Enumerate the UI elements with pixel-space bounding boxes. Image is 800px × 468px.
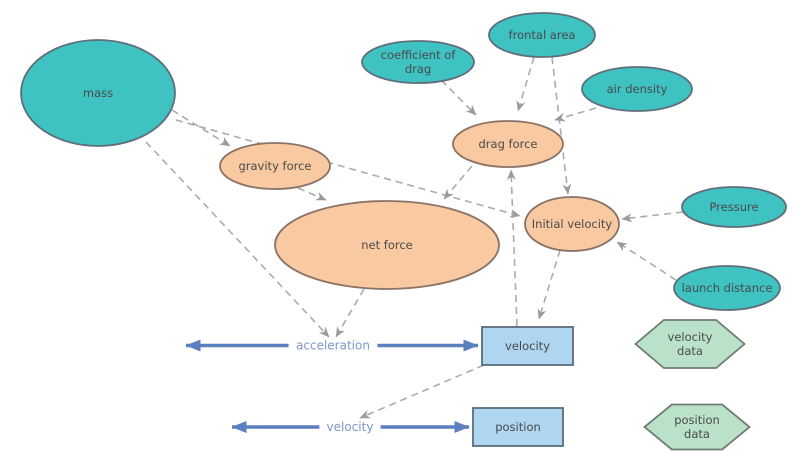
link-pressure-to-initial-velocity[interactable] — [621, 211, 684, 223]
link-velocity-to-flow-velocity[interactable] — [359, 364, 485, 419]
link-gravity-force-to-net-force[interactable] — [297, 187, 327, 201]
launch-distance-shape[interactable] — [673, 265, 781, 311]
drag-force-label: drag force — [479, 137, 538, 151]
node-velocity[interactable]: velocity — [481, 326, 574, 366]
link-launch-distance-to-initial-velocity[interactable] — [616, 241, 677, 281]
velocity-shape[interactable] — [481, 326, 574, 366]
node-launch-distance[interactable]: launch distance — [673, 265, 781, 311]
node-net-force[interactable]: net force — [274, 200, 500, 290]
pressure-label: Pressure — [709, 200, 758, 214]
mass-label: mass — [83, 86, 113, 100]
link-initial-velocity-to-velocity[interactable] — [537, 249, 561, 320]
initial-velocity-shape[interactable] — [524, 196, 620, 252]
flow-velocity[interactable]: velocity — [231, 418, 470, 436]
link-coefficient-of-drag-to-drag-force[interactable] — [440, 79, 477, 116]
air-density-shape[interactable] — [581, 66, 693, 112]
frontal-area-label: frontal area — [509, 28, 576, 42]
launch-distance-label: launch distance — [682, 281, 773, 295]
link-net-force-to-acceleration[interactable] — [335, 288, 365, 338]
mass-shape[interactable] — [20, 39, 176, 147]
node-position[interactable]: position — [472, 407, 564, 447]
frontal-area-shape[interactable] — [488, 12, 596, 58]
pressure-shape[interactable] — [681, 186, 787, 228]
link-mass-to-gravity-force[interactable] — [171, 109, 231, 147]
coefficient-of-drag-shape[interactable] — [361, 40, 475, 84]
velocity-label: velocity — [505, 339, 550, 353]
drag-force-shape[interactable] — [452, 120, 564, 168]
net-force-label: net force — [361, 238, 413, 252]
node-mass[interactable]: mass — [20, 39, 176, 147]
link-frontal-area-to-initial-velocity[interactable] — [551, 56, 572, 195]
link-velocity-to-drag-force[interactable] — [506, 169, 518, 327]
gravity-force-shape[interactable] — [219, 142, 331, 190]
flow-velocity-label: velocity — [327, 420, 374, 434]
net-force-shape[interactable] — [274, 200, 500, 290]
link-mass-to-acceleration[interactable] — [145, 141, 330, 338]
flow-acceleration-label: acceleration — [296, 339, 370, 353]
position-shape[interactable] — [472, 407, 564, 447]
initial-velocity-label: Initial velocity — [532, 217, 613, 231]
flow-acceleration-label-bg — [288, 337, 378, 354]
node-initial-velocity[interactable]: Initial velocity — [524, 196, 620, 252]
link-air-density-to-drag-force[interactable] — [554, 107, 597, 122]
node-drag-force[interactable]: drag force — [452, 120, 564, 168]
node-frontal-area[interactable]: frontal area — [488, 12, 596, 58]
velocity-data-shape[interactable] — [634, 319, 746, 369]
node-air-density[interactable]: air density — [581, 66, 693, 112]
node-pressure[interactable]: Pressure — [681, 186, 787, 228]
flow-acceleration[interactable]: acceleration — [185, 337, 479, 354]
link-drag-force-to-net-force[interactable] — [443, 165, 473, 200]
air-density-label: air density — [607, 82, 668, 96]
flow-velocity-label-bg — [319, 418, 381, 436]
node-gravity-force[interactable]: gravity force — [219, 142, 331, 190]
link-frontal-area-to-drag-force[interactable] — [516, 56, 535, 112]
position-data-shape[interactable] — [643, 403, 751, 451]
gravity-force-label: gravity force — [238, 159, 311, 173]
position-label: position — [495, 420, 541, 434]
